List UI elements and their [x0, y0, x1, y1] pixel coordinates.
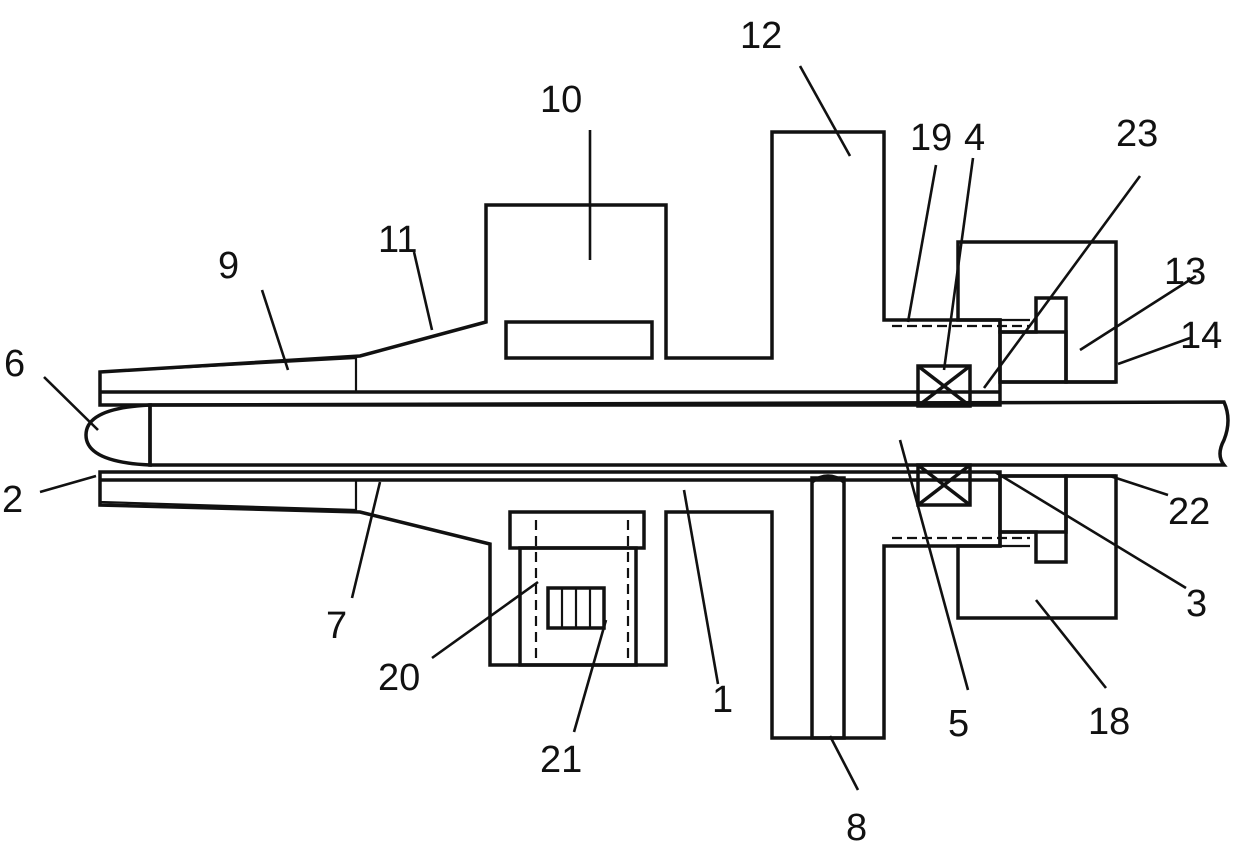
label-20: 20 — [378, 657, 420, 699]
label-5: 5 — [948, 703, 969, 745]
label-1: 1 — [712, 679, 733, 721]
label-14: 14 — [1180, 315, 1222, 357]
recess-groove-upper — [506, 322, 652, 358]
seal-ring-upper — [918, 366, 970, 406]
label-18: 18 — [1088, 701, 1130, 743]
electrode-rod — [150, 402, 1228, 465]
label-10: 10 — [540, 79, 582, 121]
label-6: 6 — [4, 343, 25, 385]
label-3: 3 — [1186, 583, 1207, 625]
leader-lines — [40, 66, 1196, 790]
vertical-pin — [812, 478, 844, 738]
cap-nut-upper — [958, 242, 1116, 382]
label-23: 23 — [1116, 113, 1158, 155]
label-8: 8 — [846, 807, 867, 849]
label-9: 9 — [218, 245, 239, 287]
label-2: 2 — [2, 479, 23, 521]
pressure-ring-upper — [1000, 332, 1066, 382]
label-7: 7 — [326, 605, 347, 647]
pressure-ring-lower — [1000, 476, 1066, 532]
label-19: 19 — [910, 117, 952, 159]
label-22: 22 — [1168, 491, 1210, 533]
label-11: 11 — [378, 219, 417, 261]
label-21: 21 — [540, 739, 582, 781]
label-4: 4 — [964, 117, 985, 159]
label-12: 12 — [740, 15, 782, 57]
ball-tip — [86, 405, 150, 465]
label-13: 13 — [1164, 251, 1206, 293]
